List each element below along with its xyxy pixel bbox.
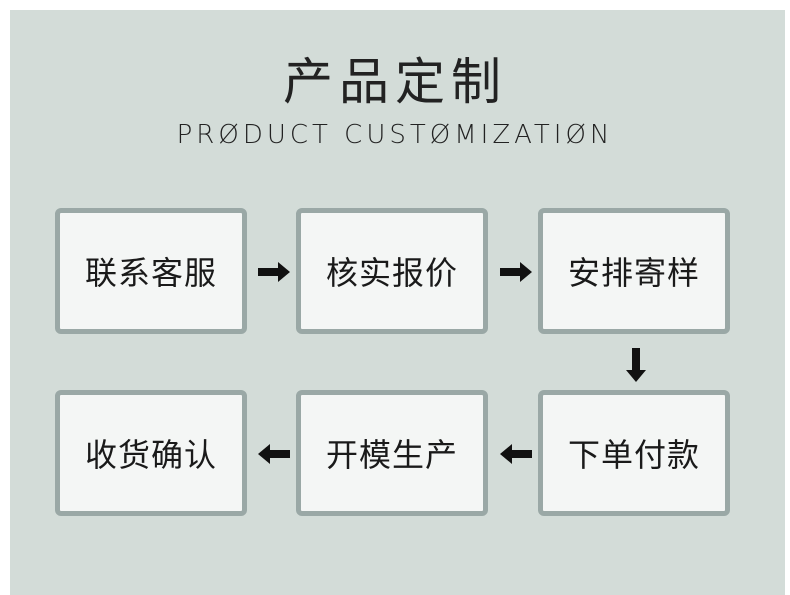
page-subtitle: PRØDUCT CUSTØMIZATIØN: [176, 120, 614, 150]
arrow-right-icon: [500, 262, 532, 282]
arrow-down-icon: [626, 348, 646, 382]
arrow-left-icon: [258, 444, 290, 464]
step-confirm-receipt: 收货确认: [55, 390, 247, 516]
step-contact-service: 联系客服: [55, 208, 247, 334]
page-title: 产品定制: [283, 53, 507, 111]
step-verify-quote: 核实报价: [296, 208, 488, 334]
step-mold-production: 开模生产: [296, 390, 488, 516]
arrow-right-icon: [258, 262, 290, 282]
step-order-payment: 下单付款: [538, 390, 730, 516]
step-arrange-sample: 安排寄样: [538, 208, 730, 334]
arrow-left-icon: [500, 444, 532, 464]
